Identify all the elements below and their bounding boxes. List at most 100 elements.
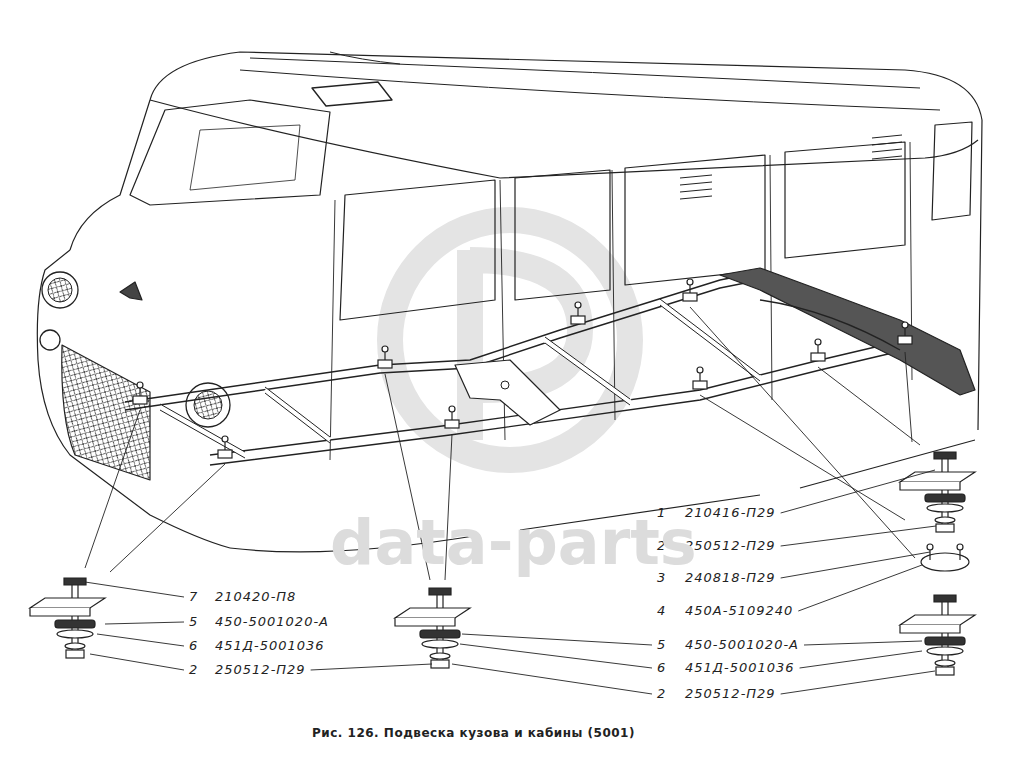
- headlight: [42, 272, 78, 308]
- washer: [935, 517, 955, 523]
- crossmember: [160, 407, 245, 455]
- crossmember: [660, 302, 760, 378]
- bracket-flange: [900, 482, 960, 490]
- mount-bolt-head: [222, 436, 228, 442]
- nut: [936, 667, 954, 675]
- plate-disc: [921, 553, 969, 571]
- crossmember: [545, 340, 630, 402]
- nut: [66, 650, 84, 658]
- crossmember: [660, 305, 760, 381]
- spacer: [927, 504, 963, 512]
- side-window: [785, 142, 905, 258]
- washer: [65, 643, 85, 649]
- leader-line: [818, 367, 920, 445]
- leader-line: [460, 644, 652, 668]
- mount-bolt-head: [687, 279, 693, 285]
- mount-bolt-head: [902, 322, 908, 328]
- mount-bracket: [218, 450, 232, 458]
- headlight-lens: [48, 278, 72, 302]
- leader-line: [110, 464, 225, 572]
- callout-number: 4: [657, 603, 666, 619]
- van-drawing: [30, 52, 982, 675]
- leader-line: [311, 664, 432, 670]
- washer: [430, 653, 450, 659]
- callout-number: 7: [189, 589, 198, 605]
- leader-line: [462, 634, 652, 645]
- fastener-stack: [900, 595, 975, 675]
- watermark: data-parts: [330, 508, 697, 578]
- bracket: [395, 608, 470, 618]
- roof-edge: [150, 100, 978, 178]
- rear-spring: [760, 300, 900, 350]
- part-number: 240818-П29: [685, 570, 776, 586]
- bolt-head: [429, 588, 451, 595]
- mount-bracket: [133, 396, 147, 404]
- crossmember: [265, 390, 330, 440]
- part-number: 210416-П29: [685, 505, 776, 521]
- side-window: [515, 170, 610, 300]
- body-mount: [218, 436, 232, 458]
- fan-cover-inner: [194, 391, 222, 419]
- mount-bracket: [898, 336, 912, 344]
- bolt-head: [934, 595, 956, 602]
- body-mount: [571, 302, 585, 324]
- leader-line: [781, 552, 930, 578]
- leader-line: [781, 671, 935, 694]
- body-mount: [683, 279, 697, 301]
- leader-line: [85, 410, 140, 568]
- washer: [935, 660, 955, 666]
- fastener-stack: [900, 452, 975, 532]
- center-plate: [455, 360, 560, 425]
- plate-hole: [501, 381, 509, 389]
- leader-line: [690, 307, 915, 558]
- door-window: [340, 180, 495, 320]
- mount-bolt-head: [697, 367, 703, 373]
- part-number: 210420-П8: [215, 589, 296, 605]
- rear-window: [932, 122, 972, 220]
- leader-line: [85, 582, 184, 597]
- callout-number: 6: [189, 638, 198, 654]
- small-bolt-head: [927, 544, 933, 550]
- mount-bolt-head: [449, 406, 455, 412]
- callout-number: 2: [657, 686, 666, 702]
- callout-number: 5: [189, 614, 198, 630]
- label-leaders: [85, 470, 936, 694]
- body-outline: [70, 52, 982, 430]
- body-mount: [898, 322, 912, 344]
- watermark-ring: [390, 220, 630, 460]
- mount-bolt-head: [575, 302, 581, 308]
- crossmember: [265, 387, 330, 437]
- part-number: 450А-5109240: [685, 603, 793, 619]
- bracket: [900, 615, 975, 625]
- grille: [62, 345, 150, 480]
- body-mount: [133, 382, 147, 404]
- leader-line: [700, 395, 905, 520]
- part-number: 250512-П29: [215, 662, 306, 678]
- body-mount: [445, 406, 459, 428]
- side-window: [625, 155, 765, 285]
- leader-line: [804, 641, 922, 645]
- rubber-cushion: [925, 637, 965, 645]
- part-number: 250512-П29: [685, 686, 776, 702]
- roof-ribs: [240, 52, 940, 110]
- rubber-cushion: [420, 630, 460, 638]
- callout-number: 5: [657, 637, 666, 653]
- body-mount: [811, 339, 825, 361]
- frame-rail: [125, 272, 760, 402]
- mount-bracket: [378, 360, 392, 368]
- body-mount: [378, 346, 392, 368]
- watermark-logo: [390, 220, 630, 460]
- crossmember: [265, 393, 330, 443]
- mount-bracket: [445, 420, 459, 428]
- leader-line: [105, 622, 184, 624]
- callout-number: 6: [657, 660, 666, 676]
- leader-line: [97, 634, 184, 646]
- mount-bracket: [693, 381, 707, 389]
- nut: [936, 524, 954, 532]
- nut: [431, 660, 449, 668]
- crossmember: [660, 299, 760, 375]
- leader-line: [90, 654, 184, 670]
- windshield: [130, 100, 330, 205]
